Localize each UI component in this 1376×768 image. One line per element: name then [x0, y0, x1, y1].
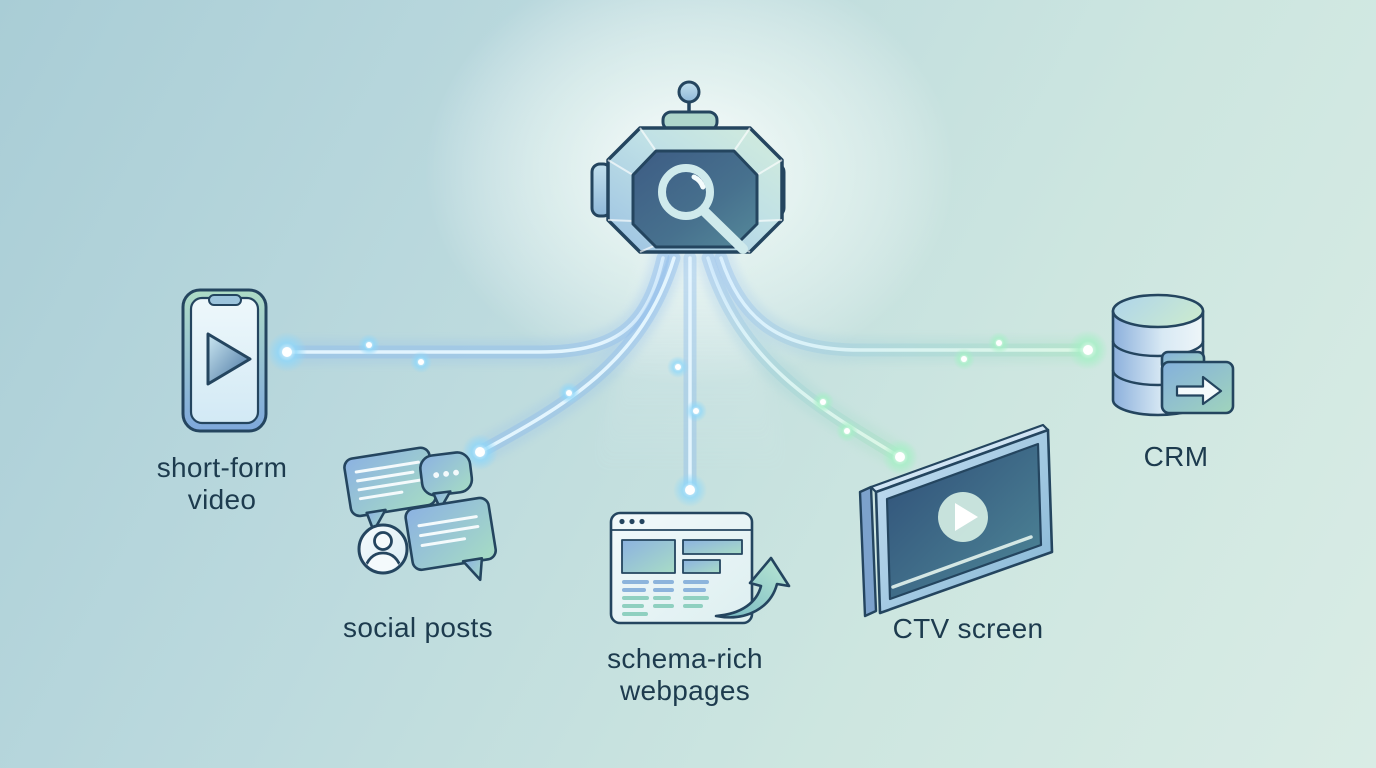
connection-crm — [708, 245, 1101, 363]
robot-magnifier-icon — [590, 80, 786, 254]
magnifier-icon — [658, 164, 748, 254]
connection-ctv-screen — [695, 245, 913, 470]
tv-play-icon — [858, 423, 1054, 618]
phone-play-triangle — [206, 332, 252, 386]
schema-rich-webpages-label-line2: webpages — [619, 675, 750, 706]
schema-rich-webpages-label-line1: schema-rich — [607, 643, 763, 674]
chat-bubble-large-top — [343, 446, 438, 533]
database-ring-1 — [1111, 340, 1205, 358]
smartphone-play-icon — [181, 288, 268, 433]
chat-bubble-small-dots — [419, 451, 474, 511]
export-arrow-icon — [714, 556, 791, 619]
page-bar-1 — [682, 539, 743, 555]
robot-antenna-ball — [677, 80, 701, 104]
tv-side-edge — [858, 485, 878, 618]
connection-social-posts — [467, 245, 687, 465]
database-folder-icon — [1111, 293, 1235, 417]
crm-label: CRM — [1144, 441, 1209, 472]
browser-window-arrow-icon — [609, 511, 791, 625]
page-text-rows — [622, 580, 709, 616]
robot-face-screen — [631, 149, 759, 249]
tv-play-button — [938, 492, 988, 542]
social-posts-label: social posts — [343, 612, 493, 643]
folder-export-arrow-icon — [1175, 375, 1223, 406]
ctv-screen-label: CTV screen — [893, 613, 1044, 644]
user-avatar-icon — [357, 523, 409, 575]
database-cylinder-top — [1111, 293, 1205, 329]
chat-bubbles-icon — [343, 446, 498, 582]
short-form-video-label-line2: video — [188, 484, 256, 515]
tv-progress-bar — [891, 535, 1033, 589]
page-hero-block — [621, 539, 676, 574]
chat-bubble-large-bottom — [404, 496, 498, 582]
phone-notch — [208, 294, 242, 306]
robot-head-facets — [607, 127, 783, 253]
page-bar-2 — [682, 559, 721, 574]
browser-header-dots — [619, 518, 645, 525]
data-pulse-dots — [267, 330, 1108, 507]
short-form-video-label-line1: short-form — [157, 452, 288, 483]
